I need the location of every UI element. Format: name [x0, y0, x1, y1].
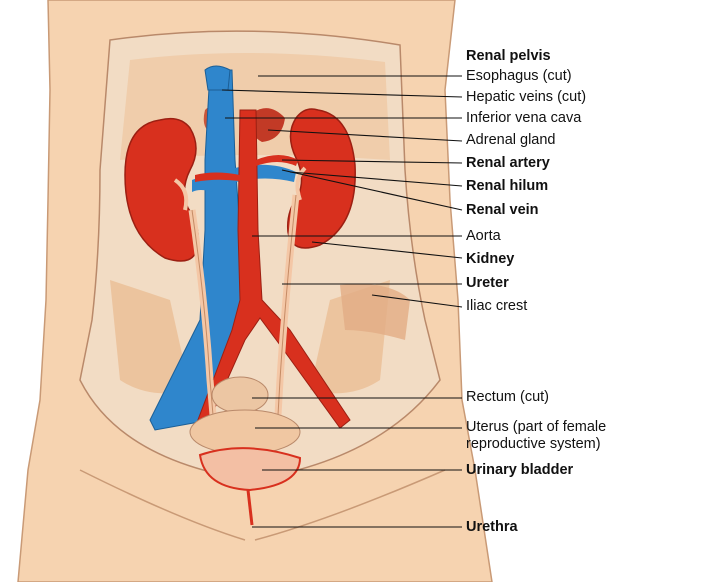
leader-kidney: [311, 241, 463, 259]
label-renal-artery: Renal artery: [466, 155, 550, 171]
label-uterus-line1: Uterus (part of female: [466, 419, 607, 435]
urethra: [246, 489, 254, 526]
label-renal-vein: Renal vein: [466, 202, 539, 218]
label-hepatic-veins: Hepatic veins (cut): [466, 89, 587, 105]
label-rectum: Rectum (cut): [466, 389, 549, 405]
leader-adrenal-gland: [267, 129, 463, 142]
left-psoas-muscle: [110, 280, 190, 394]
label-renal-hilum: Renal hilum: [466, 178, 549, 194]
label-adrenal-gland: Adrenal gland: [466, 132, 556, 148]
left-ureter-edge: [191, 209, 217, 451]
label-inferior-vena-cava: Inferior vena cava: [466, 110, 582, 126]
leader-iliac-crest: [371, 294, 463, 308]
label-renal-pelvis: Renal pelvis: [466, 48, 551, 64]
leader-lines: [221, 75, 463, 528]
groin-fold-left: [79, 469, 246, 541]
groin-fold-right: [254, 469, 446, 541]
label-esophagus: Esophagus (cut): [466, 68, 572, 84]
leader-renal-hilum: [289, 171, 463, 187]
leader-hepatic-veins: [221, 89, 463, 98]
label-uterus-line2: reproductive system): [466, 436, 601, 452]
label-urinary-bladder: Urinary bladder: [466, 462, 574, 478]
right-renal-artery: [256, 155, 298, 166]
right-ureter-edge: [275, 194, 297, 451]
label-ureter: Ureter: [466, 275, 509, 291]
right-adrenal-gland: [249, 108, 285, 142]
label-aorta: Aorta: [466, 228, 501, 244]
left-kidney-hilum-notch: [173, 178, 189, 211]
leader-renal-vein: [281, 169, 463, 211]
left-renal-artery: [195, 172, 240, 182]
label-urethra: Urethra: [466, 519, 518, 535]
aorta: [195, 109, 351, 431]
label-iliac-crest: Iliac crest: [466, 298, 528, 314]
urinary-bladder: [198, 447, 302, 492]
rectum: [211, 376, 269, 414]
leader-renal-artery: [281, 159, 463, 164]
esophagus-stump: [204, 65, 231, 91]
label-kidney: Kidney: [466, 251, 515, 267]
